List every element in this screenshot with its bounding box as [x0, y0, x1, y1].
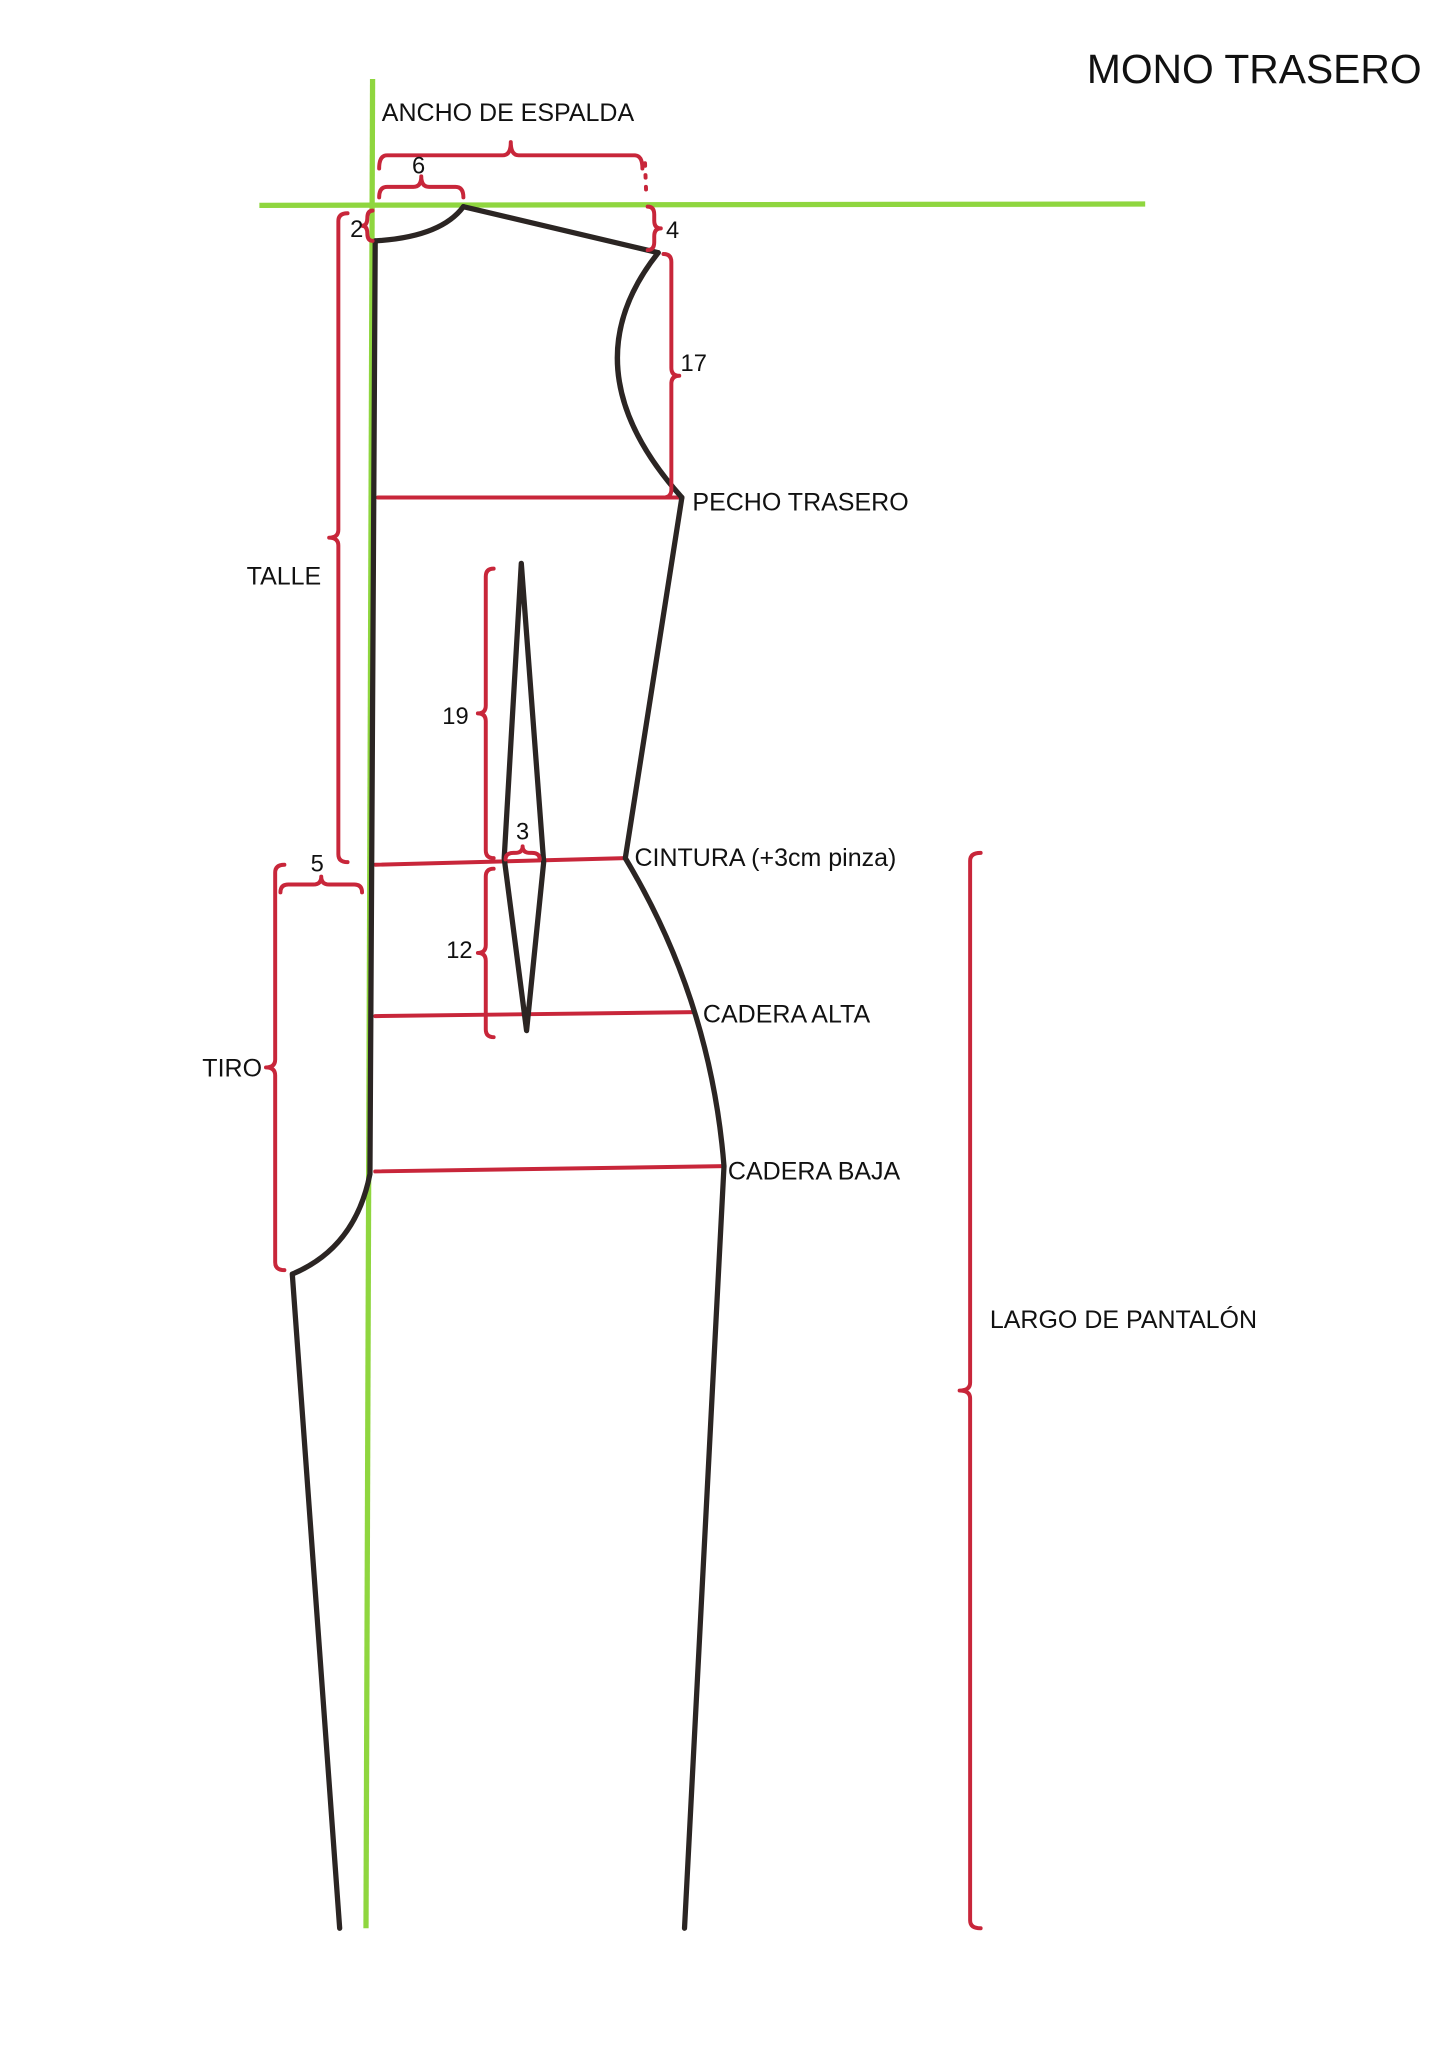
label-cintura: CINTURA (+3cm pinza) [634, 844, 896, 872]
page-title: MONO TRASERO [1087, 46, 1422, 92]
label-cadera-baja: CADERA BAJA [728, 1157, 901, 1185]
measure-armhole: 17 [681, 351, 707, 377]
brace-dart-upper [475, 566, 496, 861]
brace-ancho-espalda [377, 140, 645, 171]
brace-tiro [263, 862, 287, 1273]
waist-line [373, 856, 628, 867]
waist-dart [501, 560, 547, 1034]
shoulder-dotted-line [643, 161, 649, 200]
shoulder-seam [460, 204, 661, 256]
measure-dart-lower: 12 [446, 938, 472, 964]
label-talle: TALLE [247, 562, 322, 590]
measure-neck-depth: 2 [350, 217, 363, 243]
label-largo: LARGO DE PANTALÓN [990, 1305, 1257, 1334]
low-hip-line [373, 1164, 726, 1174]
armhole [614, 250, 685, 501]
brace-neck-depth [360, 208, 375, 243]
measure-shoulder-drop: 4 [666, 218, 679, 244]
center-back-seam [289, 238, 378, 1931]
measure-dart-upper: 19 [442, 704, 468, 730]
label-tiro: TIRO [202, 1055, 262, 1083]
side-seam [622, 494, 727, 1931]
brace-dart-lower [475, 866, 496, 1040]
brace-dart-width [503, 844, 542, 862]
brace-armhole [661, 252, 682, 500]
brace-neck-width [377, 174, 466, 200]
measure-neck-width: 6 [412, 154, 425, 180]
measure-crotch-ext: 5 [311, 851, 324, 877]
measure-dart-width: 3 [516, 820, 529, 846]
shoulder-guide-line [259, 201, 1146, 208]
label-ancho-espalda: ANCHO DE ESPALDA [382, 99, 635, 127]
label-pecho: PECHO TRASERO [692, 489, 908, 517]
brace-largo [957, 850, 983, 1931]
brace-crotch-ext [278, 874, 365, 895]
brace-talle [327, 211, 350, 865]
label-cadera-alta: CADERA ALTA [703, 1001, 871, 1029]
brace-shoulder-drop [645, 204, 663, 253]
high-hip-line [373, 1010, 696, 1019]
neckline [372, 204, 467, 244]
